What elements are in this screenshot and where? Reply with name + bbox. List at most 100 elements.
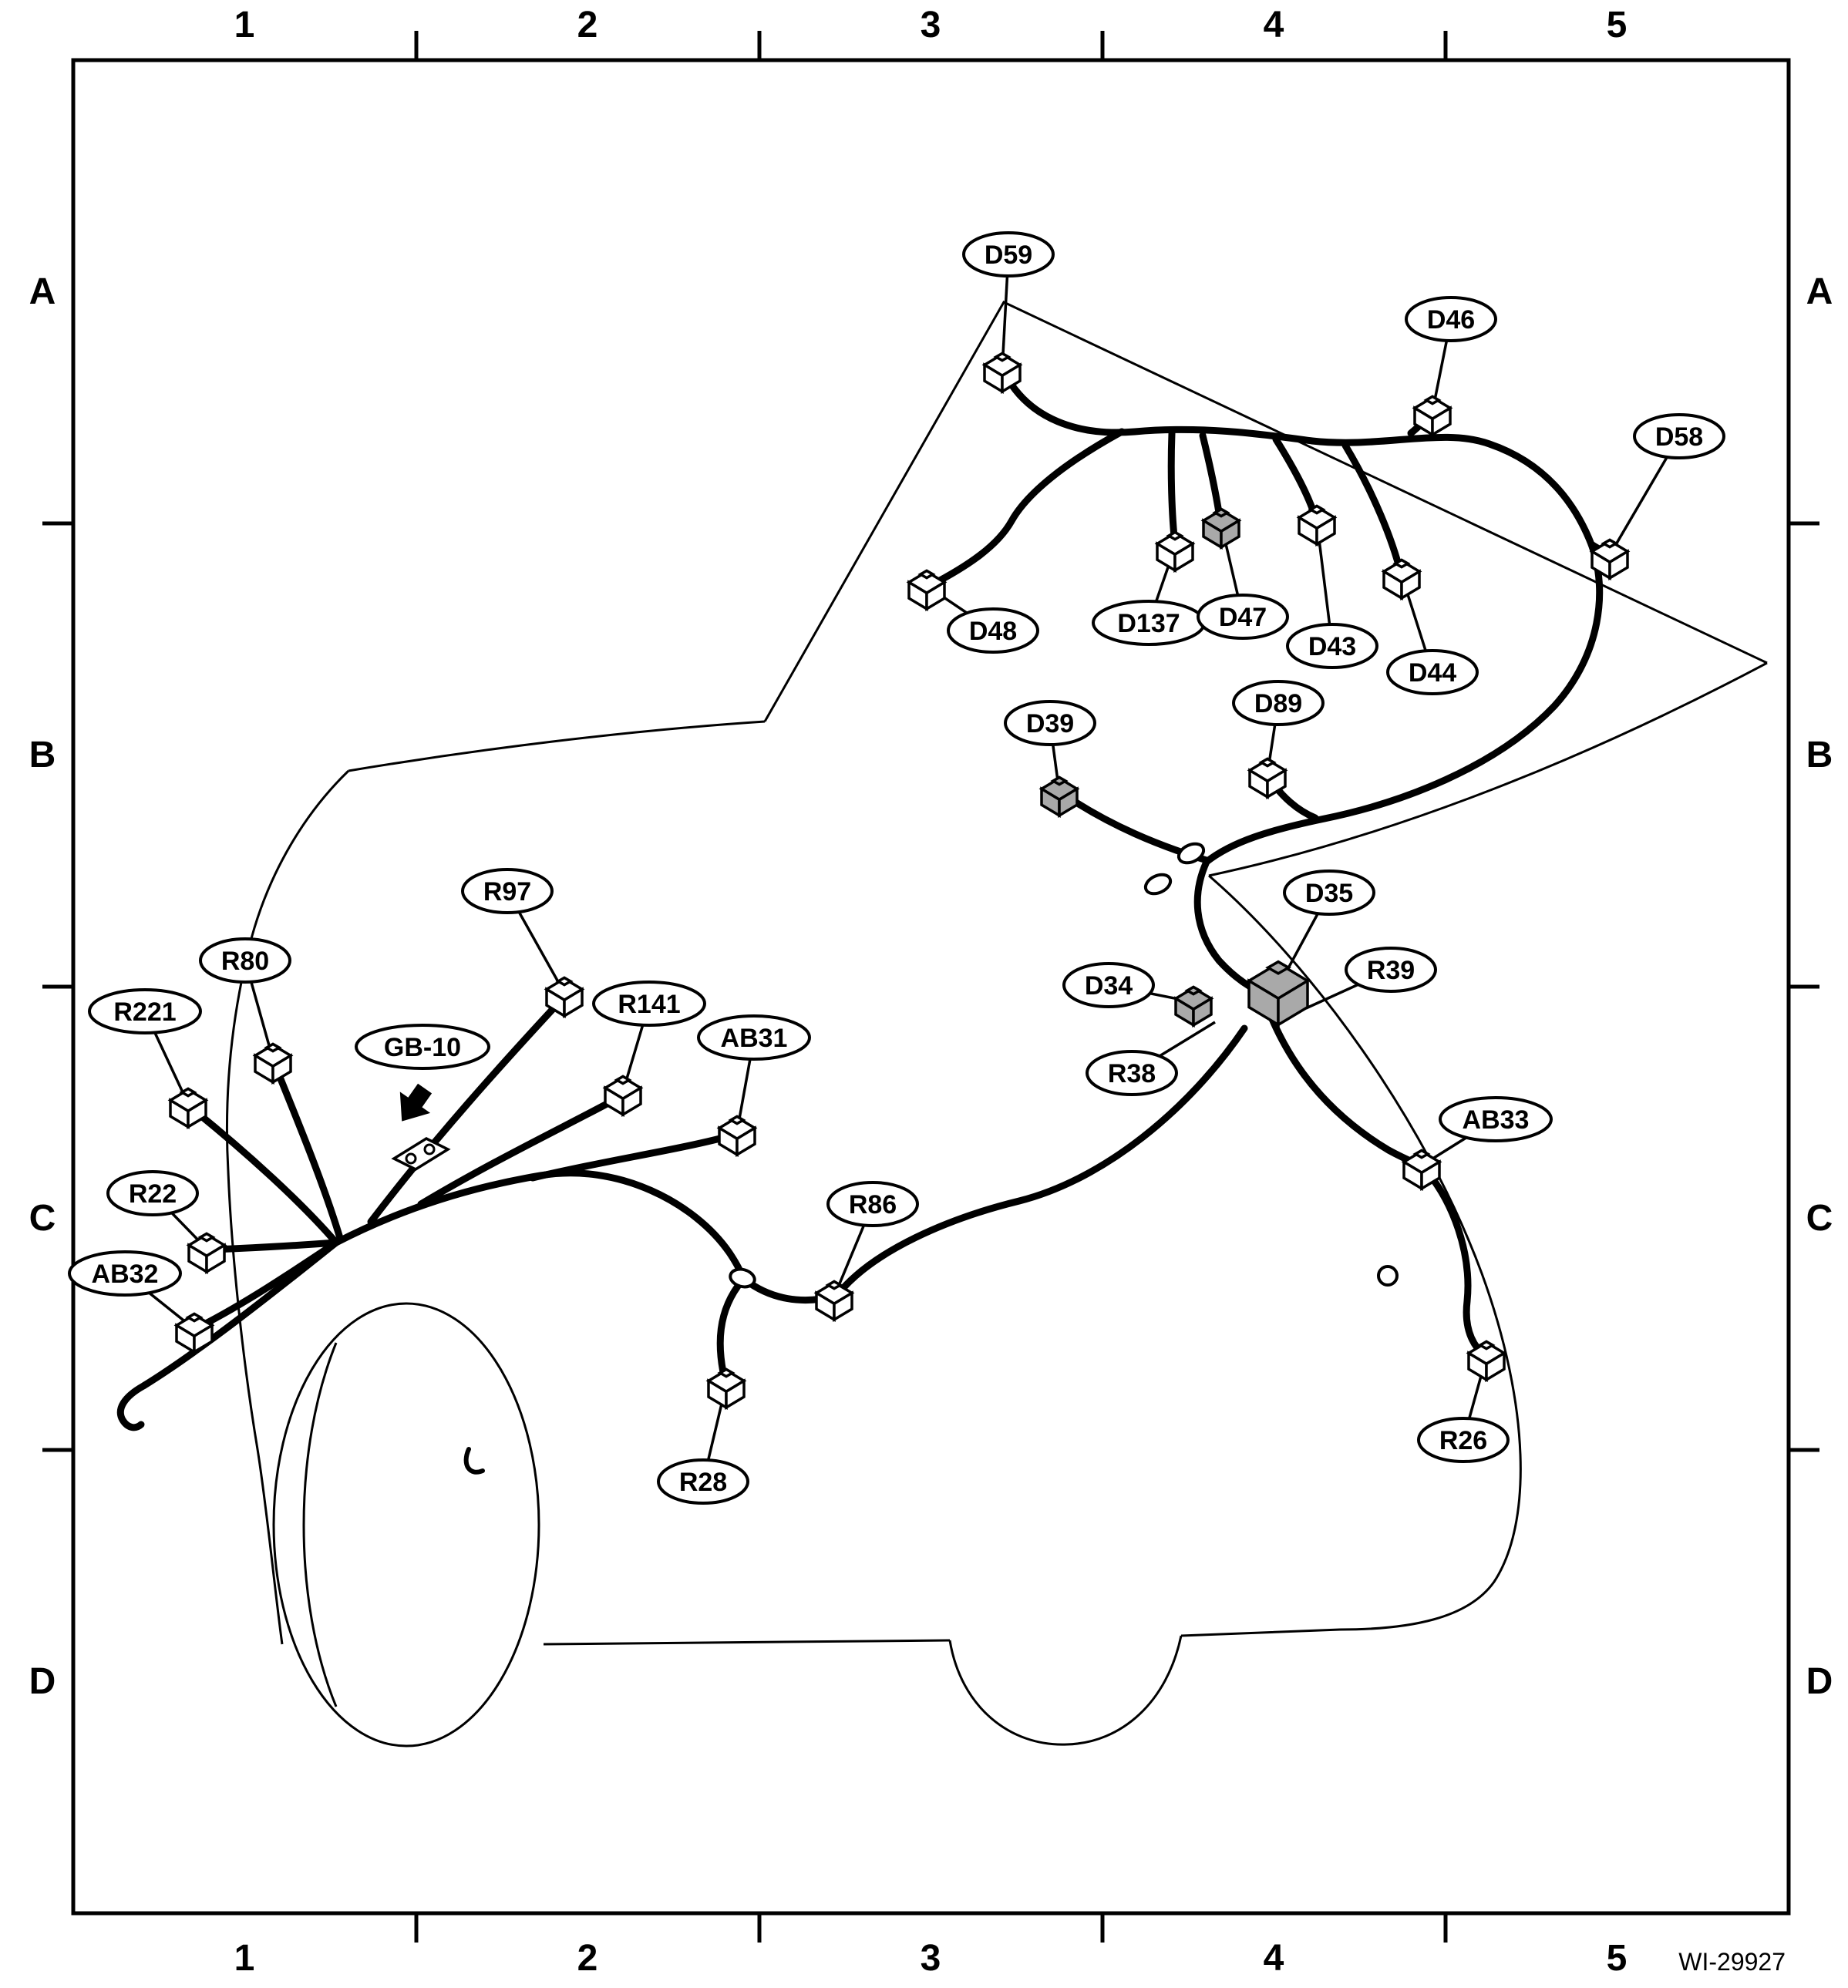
plug-latch [993, 352, 1012, 362]
label-oval [1417, 1417, 1510, 1463]
connector-plug-icon [167, 1087, 209, 1129]
plug-latch [825, 1280, 843, 1290]
connector-plug-icon [716, 1115, 758, 1157]
plug-latch [1265, 960, 1291, 975]
connector-R97: R97 [461, 868, 585, 1018]
label-oval [1633, 413, 1725, 459]
plug-latch [1308, 504, 1326, 515]
label-oval [1439, 1096, 1553, 1142]
connector-plug-icon [1296, 504, 1338, 547]
grommet [1176, 842, 1206, 865]
label-oval [1283, 870, 1375, 916]
connector-label: D89 [1254, 689, 1302, 718]
connector-label: D59 [985, 241, 1032, 270]
harness-segment [833, 1024, 1248, 1299]
connector-D34: D34 [1062, 962, 1214, 1028]
grid-row-label: A [1806, 271, 1833, 312]
connector-D89: D89 [1232, 680, 1325, 799]
connector-label: R221 [113, 997, 176, 1027]
connector-plug-icon [1173, 985, 1214, 1028]
harness [116, 365, 1613, 1475]
harness-segment [188, 1105, 340, 1246]
harness-segment [926, 428, 1126, 590]
connector-D43: D43 [1286, 504, 1378, 669]
label-oval [1405, 296, 1497, 342]
plug-latch [1601, 538, 1619, 549]
connector-plug-icon [602, 1075, 644, 1117]
label-oval [1086, 1050, 1178, 1096]
connector-D59: D59 [962, 231, 1055, 394]
connector-label: AB33 [1463, 1105, 1530, 1135]
harness-segment [367, 994, 567, 1226]
connector-plug-icon [1412, 395, 1453, 437]
connector-R80: R80 [199, 937, 294, 1085]
ground-bolt [405, 1152, 417, 1165]
plug-latch [728, 1115, 746, 1125]
label-oval [1345, 947, 1437, 993]
connector-label: GB-10 [384, 1033, 461, 1062]
label-oval [947, 607, 1039, 654]
connector-label: D46 [1427, 305, 1475, 335]
plug-right-face [621, 1085, 642, 1117]
connector-R86: R86 [813, 1181, 919, 1322]
plug-right-face [1431, 405, 1452, 437]
connector-plug-icon [1381, 558, 1422, 600]
harness-end-hook [463, 1447, 485, 1475]
label-oval [1197, 594, 1289, 640]
connector-R221: R221 [88, 988, 209, 1129]
connector-plug-icon [252, 1042, 294, 1085]
ground-bolt [423, 1143, 436, 1155]
plug-latch [197, 1232, 216, 1243]
connector-plug-icon [173, 1312, 215, 1354]
vehicle-outline [225, 301, 1768, 1747]
grid-col-label: 2 [577, 5, 598, 45]
connector-plug-icon [1200, 507, 1242, 550]
rear-body-edge [1180, 874, 1522, 1637]
border-rect [71, 58, 1791, 1916]
harness-segment [1419, 1162, 1490, 1361]
grid-row-label: D [29, 1661, 56, 1702]
grommet [1143, 873, 1173, 896]
plug-latch [555, 976, 574, 987]
plug-right-face [1485, 1351, 1506, 1382]
plug-latch [1392, 558, 1411, 569]
plug-latch [717, 1367, 735, 1378]
connector-D35: D35 [1246, 870, 1375, 1028]
harness-segment [716, 1277, 746, 1387]
connector-D44: D44 [1381, 558, 1479, 695]
harness-segment [1167, 429, 1179, 548]
connector-label: AB31 [721, 1024, 788, 1053]
grid-row-label: B [29, 735, 56, 775]
plug-latch [1050, 775, 1069, 786]
connector-label: R26 [1439, 1426, 1487, 1455]
harness-segment [529, 1131, 739, 1182]
connector-plug-icon [705, 1367, 747, 1410]
label-oval [1004, 700, 1096, 746]
connector-plug-icon [906, 569, 948, 611]
diagram-code: WI-29927 [1678, 1948, 1786, 1976]
connector-AB33: AB33 [1401, 1096, 1553, 1191]
connector-label: D58 [1655, 422, 1703, 452]
plug-right-face [187, 1098, 207, 1129]
connector-label: R86 [849, 1190, 897, 1219]
plug-right-face [1266, 768, 1287, 799]
grid-col-label: 4 [1264, 1938, 1284, 1979]
connector-label: D35 [1305, 879, 1353, 908]
plug-right-face [1192, 996, 1213, 1028]
grommets [729, 842, 1399, 1289]
harness-segment [116, 1239, 340, 1431]
connector-plug-icon [1589, 538, 1631, 580]
connector-AB32: AB32 [68, 1250, 215, 1354]
ground-pointer-arrow [399, 1083, 433, 1122]
connector-label: D44 [1409, 658, 1456, 688]
grid-col-label: 4 [1264, 5, 1284, 45]
grid-col-label: 3 [921, 1938, 941, 1979]
plug-latch [1212, 507, 1230, 518]
front-fender-edge [225, 769, 350, 1645]
label-oval [1062, 962, 1155, 1008]
connector-plug-icon [1401, 1149, 1442, 1191]
plug-right-face [1001, 362, 1022, 394]
plug-latch [1258, 757, 1277, 768]
grid-row-label: A [29, 271, 56, 312]
